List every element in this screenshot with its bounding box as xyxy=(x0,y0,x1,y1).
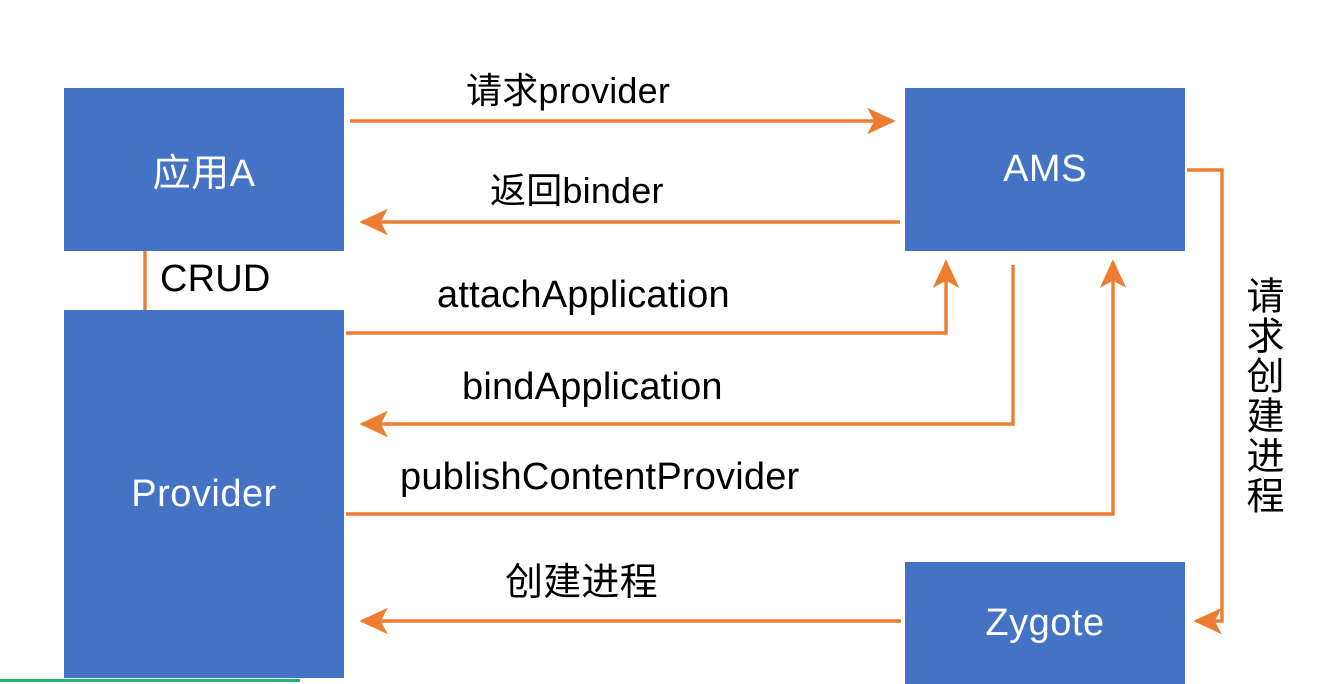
label-create-process: 创建进程 xyxy=(505,562,658,604)
connector-request-create-process xyxy=(1187,168,1224,635)
node-provider[interactable]: Provider xyxy=(64,310,344,678)
label-publish-content-provider: publishContentProvider xyxy=(400,456,800,498)
bottom-accent-rule xyxy=(0,679,300,682)
node-zygote-label: Zygote xyxy=(985,601,1105,644)
node-ams-label: AMS xyxy=(1003,148,1087,190)
label-request-provider: 请求provider xyxy=(466,70,671,111)
label-return-binder: 返回binder xyxy=(490,170,664,211)
node-ams[interactable]: AMS xyxy=(905,88,1185,251)
connector-attach-application xyxy=(346,259,960,335)
label-attach-application: attachApplication xyxy=(437,274,730,316)
label-bind-application: bindApplication xyxy=(462,366,723,408)
connector-publish-content-provider xyxy=(346,259,1127,516)
node-provider-label: Provider xyxy=(131,472,277,515)
connector-bind-application xyxy=(359,265,1015,438)
label-crud: CRUD xyxy=(160,258,271,300)
node-app-a-label: 应用A xyxy=(152,153,256,195)
label-request-create-process: 请求创建进程 xyxy=(1240,276,1282,516)
node-zygote[interactable]: Zygote xyxy=(905,562,1185,684)
node-app-a[interactable]: 应用A xyxy=(64,88,344,251)
